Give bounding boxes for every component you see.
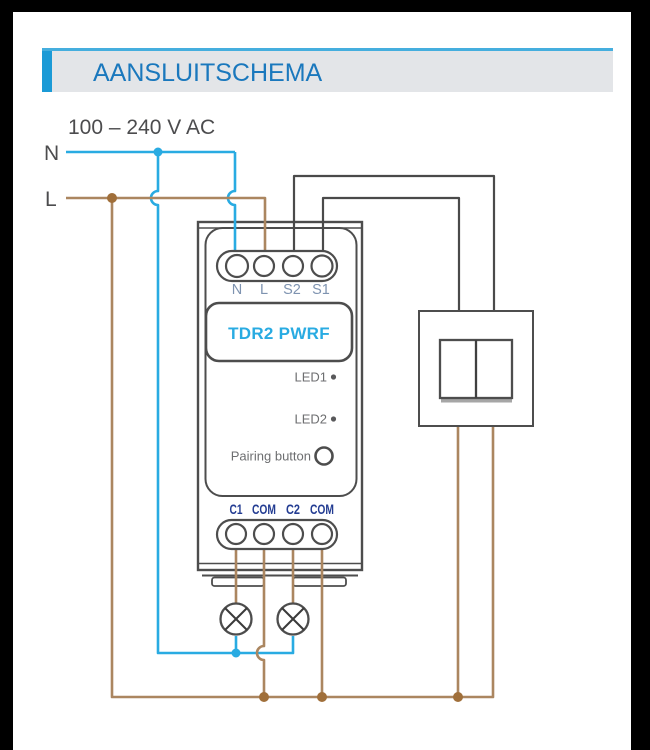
line-feed-wire <box>66 196 267 256</box>
led2-label: LED2 <box>294 412 327 427</box>
terminal-com2-label: COM <box>310 501 334 517</box>
top-terminal-block: N L S2 S1 <box>215 249 339 298</box>
terminal-s1-label: S1 <box>312 282 330 298</box>
top-terminal-strip <box>215 249 339 283</box>
terminal-s2-label: S2 <box>283 282 301 298</box>
lamp1-cross <box>224 607 248 631</box>
com1-wire <box>255 544 266 697</box>
terminal-c2 <box>281 522 305 546</box>
pairing-button-icon <box>314 446 334 466</box>
indicators: LED1 LED2 Pairing button <box>231 370 337 466</box>
terminal-com1-label: COM <box>252 501 276 517</box>
device-foot-right <box>292 576 347 587</box>
lamp-bus-junction-dot <box>231 648 241 658</box>
header-background <box>42 51 613 92</box>
led1-label: LED1 <box>294 370 327 385</box>
model-badge: TDR2 PWRF <box>204 301 354 363</box>
header-top-rule <box>42 48 613 51</box>
model-badge-outline <box>204 301 354 363</box>
terminal-com2 <box>310 522 334 546</box>
terminal-com1 <box>252 522 276 546</box>
terminal-c2-label: C2 <box>286 501 300 517</box>
neutral-label: N <box>44 142 59 165</box>
terminal-c1 <box>224 522 248 546</box>
s2-wire <box>292 174 496 311</box>
terminal-n <box>224 253 250 279</box>
terminal-c1-label: C1 <box>230 501 243 517</box>
section-header: AANSLUITSCHEMA <box>42 48 613 92</box>
terminal-l <box>252 254 276 278</box>
junction-dots <box>107 147 463 702</box>
com2-junction-dot <box>317 692 327 702</box>
led2-icon <box>330 416 337 422</box>
led1-icon <box>330 374 337 380</box>
device-foot-left <box>211 576 265 587</box>
terminal-s1 <box>310 254 334 278</box>
terminal-s2 <box>281 254 305 278</box>
terminal-l-label: L <box>260 282 268 298</box>
bottom-terminal-block: C1 COM C2 COM <box>215 501 339 551</box>
device-face-panel <box>204 227 358 497</box>
neutral-junction-dot <box>153 147 163 157</box>
supply-voltage-label: 100 – 240 V AC <box>68 116 215 139</box>
page-border-top <box>0 0 650 12</box>
line-label: L <box>45 188 57 211</box>
line-wires <box>66 196 495 699</box>
lamps <box>219 602 310 636</box>
section-title: AANSLUITSCHEMA <box>93 59 323 87</box>
lamp2-cross <box>281 607 305 631</box>
pairing-button-label: Pairing button <box>231 449 311 464</box>
rocker-shadow <box>441 397 512 403</box>
s1-wire <box>321 196 461 311</box>
line-bottom-bus-wire <box>110 198 495 699</box>
page-border-left <box>0 0 13 750</box>
terminal-n-label: N <box>232 282 242 298</box>
header-accent-bar <box>42 51 52 92</box>
wall-switch <box>418 310 534 427</box>
neutral-lamp-bus-wire <box>149 152 295 655</box>
model-name: TDR2 PWRF <box>228 324 330 343</box>
switch-return-junction-dot <box>453 692 463 702</box>
bottom-terminal-strip <box>215 518 339 551</box>
switch-wires <box>292 174 496 311</box>
page-border-right <box>631 0 650 750</box>
line-junction-dot <box>107 193 117 203</box>
com1-junction-dot <box>259 692 269 702</box>
